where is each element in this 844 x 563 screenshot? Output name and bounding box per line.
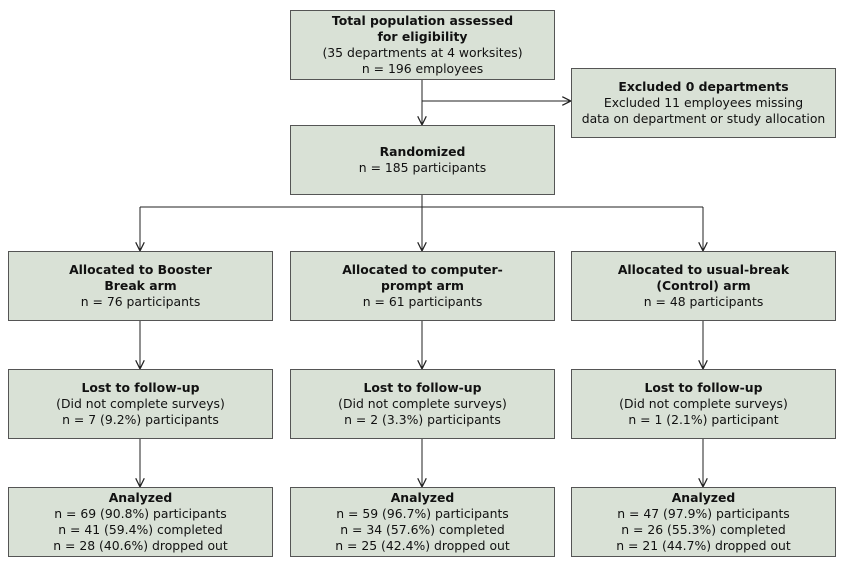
analyzed-completed: n = 34 (57.6%) completed	[340, 522, 505, 537]
total-employees: n = 196 employees	[361, 61, 484, 76]
lost-title: Lost to follow-up	[81, 380, 200, 395]
analyzed-usual-break-box: Analyzed n = 47 (97.9%) participants n =…	[571, 487, 836, 557]
lost-followup-booster-break-box: Lost to follow-up (Did not complete surv…	[8, 369, 273, 439]
allocated-usual-break-box: Allocated to usual-break (Control) arm n…	[571, 251, 836, 321]
analyzed-computer-prompt-box: Analyzed n = 59 (96.7%) participants n =…	[290, 487, 555, 557]
analyzed-booster-break-box: Analyzed n = 69 (90.8%) participants n =…	[8, 487, 273, 557]
lost-count: n = 2 (3.3%) participants	[344, 412, 501, 427]
randomized-title: Randomized	[379, 144, 466, 159]
allocated-count: n = 48 participants	[643, 294, 764, 309]
excluded-line-1: Excluded 11 employees missing	[603, 95, 804, 110]
analyzed-completed: n = 41 (59.4%) completed	[58, 522, 223, 537]
lost-count: n = 1 (2.1%) participant	[628, 412, 779, 427]
randomized-count: n = 185 participants	[358, 160, 487, 175]
total-population-box: Total population assessed for eligibilit…	[290, 10, 555, 80]
lost-title: Lost to follow-up	[363, 380, 482, 395]
total-title-line-1: Total population assessed	[331, 13, 514, 28]
analyzed-dropped-out: n = 25 (42.4%) dropped out	[335, 538, 510, 553]
lost-reason: (Did not complete surveys)	[338, 396, 507, 411]
allocated-title-line-2: Break arm	[104, 278, 177, 293]
lost-title: Lost to follow-up	[644, 380, 763, 395]
analyzed-completed: n = 26 (55.3%) completed	[621, 522, 786, 537]
analyzed-dropped-out: n = 28 (40.6%) dropped out	[53, 538, 228, 553]
analyzed-title: Analyzed	[108, 490, 173, 505]
allocated-title-line-2: prompt arm	[381, 278, 464, 293]
total-title-line-2: for eligibility	[377, 29, 468, 44]
excluded-line-2: data on department or study allocation	[581, 111, 826, 126]
total-departments: (35 departments at 4 worksites)	[322, 45, 523, 60]
allocated-title-line-1: Allocated to usual-break	[617, 262, 790, 277]
allocated-title-line-1: Allocated to computer-	[342, 262, 503, 277]
excluded-box: Excluded 0 departments Excluded 11 emplo…	[571, 68, 836, 138]
allocated-count: n = 76 participants	[80, 294, 201, 309]
allocated-count: n = 61 participants	[362, 294, 483, 309]
lost-followup-computer-prompt-box: Lost to follow-up (Did not complete surv…	[290, 369, 555, 439]
analyzed-participants: n = 47 (97.9%) participants	[617, 506, 790, 521]
excluded-title: Excluded 0 departments	[618, 79, 789, 94]
allocated-title-line-1: Allocated to Booster	[69, 262, 212, 277]
lost-followup-usual-break-box: Lost to follow-up (Did not complete surv…	[571, 369, 836, 439]
analyzed-title: Analyzed	[671, 490, 736, 505]
analyzed-title: Analyzed	[390, 490, 455, 505]
analyzed-dropped-out: n = 21 (44.7%) dropped out	[616, 538, 791, 553]
randomized-box: Randomized n = 185 participants	[290, 125, 555, 195]
allocated-booster-break-box: Allocated to Booster Break arm n = 76 pa…	[8, 251, 273, 321]
lost-reason: (Did not complete surveys)	[56, 396, 225, 411]
allocated-computer-prompt-box: Allocated to computer- prompt arm n = 61…	[290, 251, 555, 321]
lost-count: n = 7 (9.2%) participants	[62, 412, 219, 427]
lost-reason: (Did not complete surveys)	[619, 396, 788, 411]
analyzed-participants: n = 59 (96.7%) participants	[336, 506, 509, 521]
allocated-title-line-2: (Control) arm	[656, 278, 751, 293]
analyzed-participants: n = 69 (90.8%) participants	[54, 506, 227, 521]
